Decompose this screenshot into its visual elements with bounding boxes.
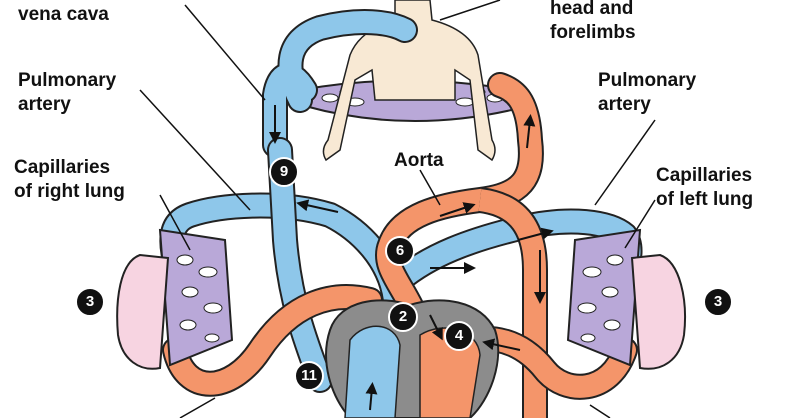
- head-forelimbs-label-line2: forelimbs: [550, 22, 636, 43]
- pulmonary-artery-left-label-line2: artery: [18, 94, 71, 115]
- step-6-marker: 6: [385, 236, 415, 266]
- capillaries-right-lung-label-line1: Capillaries: [14, 157, 111, 178]
- step-2-marker: 2: [388, 302, 418, 332]
- capillaries-left-lung-label-line2: of left lung: [656, 189, 754, 210]
- head-forelimbs-label-line1: head and: [550, 0, 634, 19]
- left-lung: [630, 253, 686, 370]
- aorta-label: Aorta: [394, 150, 444, 171]
- step-4-marker: 4: [444, 321, 474, 351]
- step-3-right-marker: 3: [703, 287, 733, 317]
- pulmonary-artery-left-label-line1: Pulmonary: [18, 70, 117, 91]
- capillaries-right-lung-label-line2: of right lung: [14, 181, 125, 202]
- right-lung-capillaries: [158, 228, 234, 367]
- step-3-left-marker: 3: [75, 287, 105, 317]
- heart-right-side: [344, 325, 401, 418]
- leader-lines: [139, 0, 656, 418]
- flow-arrows: [269, 105, 554, 411]
- left-lung-capillaries: [566, 228, 642, 367]
- step-9-marker: 9: [269, 157, 299, 187]
- pulmonary-artery-right-label-line2: artery: [598, 94, 651, 115]
- pulmonary-artery-right-label-line1: Pulmonary: [598, 70, 697, 91]
- step-11-marker: 11: [294, 361, 324, 391]
- capillaries-left-lung-label-line1: Capillaries: [656, 165, 753, 186]
- right-lung: [116, 253, 170, 370]
- vena-cava-label: vena cava: [18, 4, 109, 25]
- human-figure: [322, 0, 496, 162]
